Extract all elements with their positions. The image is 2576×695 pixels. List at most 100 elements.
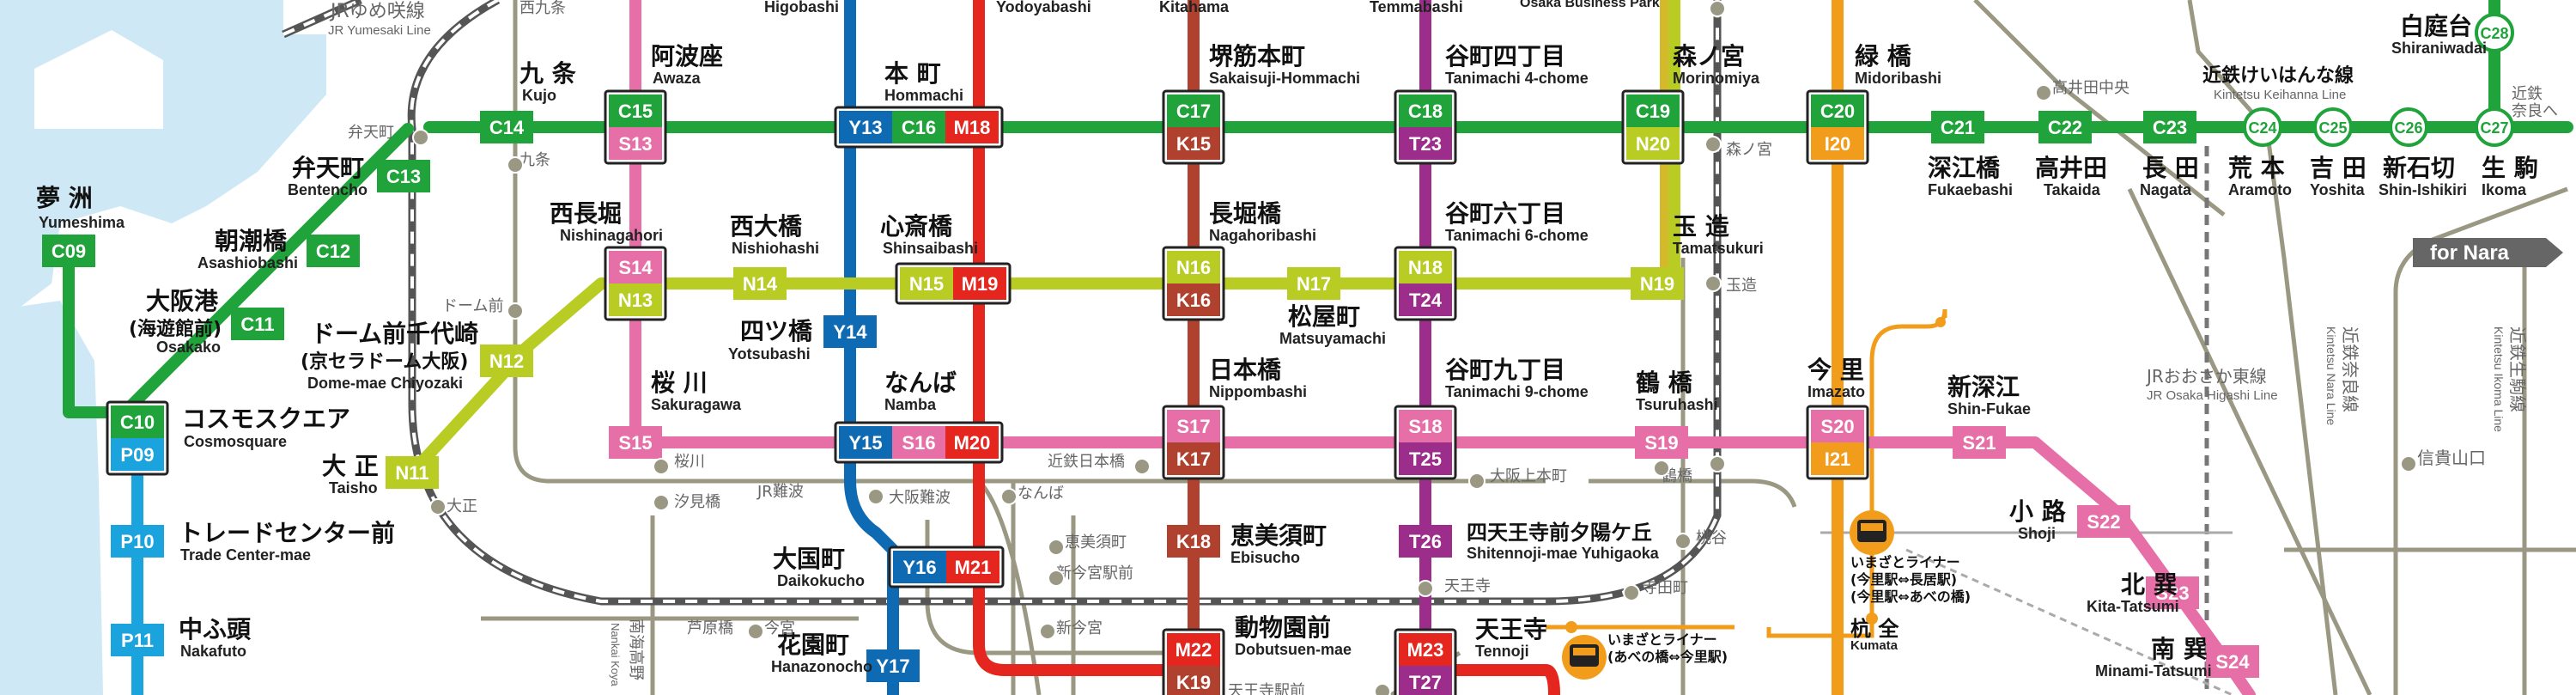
badge-sakaisuji-hommachi-1: K15	[1167, 127, 1220, 160]
minor-momodani: 桃谷	[1696, 529, 1727, 547]
badge-tennoji-0-code: M23	[1407, 639, 1444, 661]
label-matsuyamachi: 松屋町	[1288, 302, 1360, 331]
badge-namba-0: Y15	[839, 426, 892, 459]
label-nishikujo: 西九条	[519, 0, 566, 17]
badge-midoribashi-1-box	[1811, 127, 1864, 160]
label-trade-center-en: Trade Center-mae	[180, 546, 311, 564]
badge-morinomiya-1-code: N20	[1636, 133, 1670, 155]
label-tamatsukuri-en: Tamatsukuri	[1673, 240, 1764, 257]
badge-tanimachi4-1-box	[1399, 127, 1452, 160]
badge-tamatsukuri-code: N19	[1640, 273, 1674, 295]
label-awaza: 阿波座	[651, 42, 723, 70]
badge-nakafuto-box	[111, 624, 164, 656]
badge-nishinagahori-1-code: N13	[618, 290, 653, 311]
label-tanimachi4: 谷町四丁目	[1445, 42, 1565, 70]
badge-imazato-0-box	[1811, 410, 1864, 442]
label-liner1: いまざとライナー	[1850, 554, 1960, 570]
badge-bentencho-code: C13	[386, 166, 421, 187]
minor-imamiya: 今宮	[764, 619, 795, 637]
minor-nankai-koya: 南海高野	[627, 619, 645, 680]
badge-hommachi-0-box	[839, 111, 892, 143]
label-domemae-en: Dome-mae Chiyozaki	[307, 375, 463, 392]
label-osakako-en: Osakako	[156, 338, 221, 356]
badge-cosmosquare-1-box	[111, 438, 164, 471]
badge-tanimachi9-0-box	[1399, 410, 1452, 442]
label-kintetsu-nara-ja: 近鉄奈良線	[2340, 326, 2360, 412]
badge-hommachi-0: Y13	[839, 111, 892, 143]
label-temmabashi: Temmabashi	[1370, 0, 1463, 15]
label-jr-osaka-higashi-ja: JRおおさか東線	[2145, 366, 2267, 387]
badge-namba-2-box	[945, 426, 999, 459]
label-tsuruhashi-en: Tsuruhashi	[1636, 396, 1718, 413]
badge-nagata: C23	[2143, 111, 2196, 143]
badge-bentencho: C13	[377, 160, 430, 192]
badge-takaida-code: C22	[2048, 117, 2082, 138]
label-osakako-sub: (海遊館前)	[129, 318, 222, 340]
label-kumata-en: Kumata	[1850, 638, 1899, 653]
badge-trade-center-box	[111, 525, 164, 558]
badge-hanazonocho-code: Y17	[876, 655, 909, 677]
minor-station-dots	[412, 0, 2417, 695]
label-minamitatsumi-en: Minami-Tatsumi	[2095, 662, 2212, 680]
badge-nippombashi-0-code: S17	[1176, 416, 1210, 437]
badge-tanimachi4-0: C18	[1399, 94, 1452, 127]
label-tennoji: 天王寺	[1475, 615, 1547, 643]
badge-nippombashi-1-box	[1167, 442, 1220, 475]
badge-dobutsuen-1-box	[1167, 666, 1220, 695]
label-nagahoribashi-en: Nagahoribashi	[1209, 227, 1316, 244]
badge-midoribashi-0-box	[1811, 94, 1864, 127]
minor-ashiharabashi: 芦原橋	[687, 619, 733, 637]
badge-morinomiya-0-box	[1626, 94, 1680, 127]
label-nishiohashi-en: Nishiohashi	[732, 240, 819, 257]
label-tsuruhashi: 鶴 橋	[1636, 369, 1693, 397]
badge-daikokucho-1-box	[946, 551, 999, 583]
label-jr-yumesaki-en: JR Yumesaki Line	[328, 23, 431, 38]
label-namba-en: Namba	[884, 396, 937, 413]
badge-nagata-code: C23	[2153, 117, 2187, 138]
badge-tsuruhashi: S19	[1635, 426, 1688, 459]
label-morinomiya: 森ノ宮	[1673, 42, 1745, 70]
label-domemae: ドーム前千代崎	[311, 320, 478, 348]
badge-nishinagahori-0-code: S14	[618, 257, 653, 278]
label-asashiobashi-en: Asashiobashi	[197, 254, 298, 271]
badge-tennoji-1: T27	[1399, 666, 1452, 695]
badge-shiraniwadai: C28	[2475, 13, 2514, 52]
label-kujo: 九 条	[519, 59, 576, 88]
badge-nagahoribashi-1: K16	[1167, 283, 1220, 316]
badge-nakafuto: P11	[111, 624, 164, 656]
badge-dobutsuen-0-box	[1167, 633, 1220, 666]
badge-tanimachi4-0-box	[1399, 94, 1452, 127]
badge-sakaisuji-hommachi-0-code: C17	[1176, 101, 1211, 122]
badge-shiraniwadai-code: C28	[2480, 25, 2508, 42]
badge-morinomiya-0: C19	[1626, 94, 1680, 127]
badge-sakuragawa-box	[609, 426, 662, 459]
label-nippombashi-en: Nippombashi	[1209, 383, 1307, 400]
minor-jr-namba: JR難波	[756, 483, 804, 501]
badge-domemae-code: N12	[489, 351, 524, 372]
badge-nagahoribashi-1-code: K16	[1176, 290, 1211, 311]
label-jr-osaka-higashi-en: JR Osaka Higashi Line	[2147, 388, 2278, 403]
minor-osaka-uehommachi: 大阪上本町	[1490, 467, 1567, 485]
for-nara-label: for Nara	[2430, 241, 2510, 265]
badge-daikokucho-0-box	[893, 551, 946, 583]
label-domemae-sub: (京セラドーム大阪)	[301, 351, 468, 373]
badge-sakaisuji-hommachi-0-box	[1167, 94, 1220, 127]
badge-trade-center: P10	[111, 525, 164, 558]
label-kintetsu-ikoma-en: Kintetsu Ikoma Line	[2492, 326, 2506, 432]
badge-imazato-0: S20	[1811, 410, 1864, 442]
badge-takaida: C22	[2038, 111, 2092, 143]
badge-tennoji-1-box	[1399, 666, 1452, 695]
label-kintetsu-nara-dir: 近鉄奈良へ	[2512, 85, 2558, 120]
badge-aramoto: C24	[2243, 107, 2282, 147]
badge-yotsubashi: Y14	[823, 315, 877, 348]
badge-hommachi-1-box	[892, 111, 945, 143]
label-takaida-en: Takaida	[2044, 181, 2101, 198]
badge-tanimachi4-1: T23	[1399, 127, 1452, 160]
badge-tanimachi6-1-code: T24	[1409, 290, 1443, 311]
label-yoshita: 吉 田	[2310, 154, 2366, 182]
badge-midoribashi-1-code: I20	[1825, 133, 1851, 155]
badge-taisho-box	[386, 456, 439, 489]
label-nishinagahori-en: Nishinagahori	[560, 227, 663, 244]
label-shitennoji-en: Shitennoji-mae Yuhigaoka	[1467, 545, 1660, 562]
